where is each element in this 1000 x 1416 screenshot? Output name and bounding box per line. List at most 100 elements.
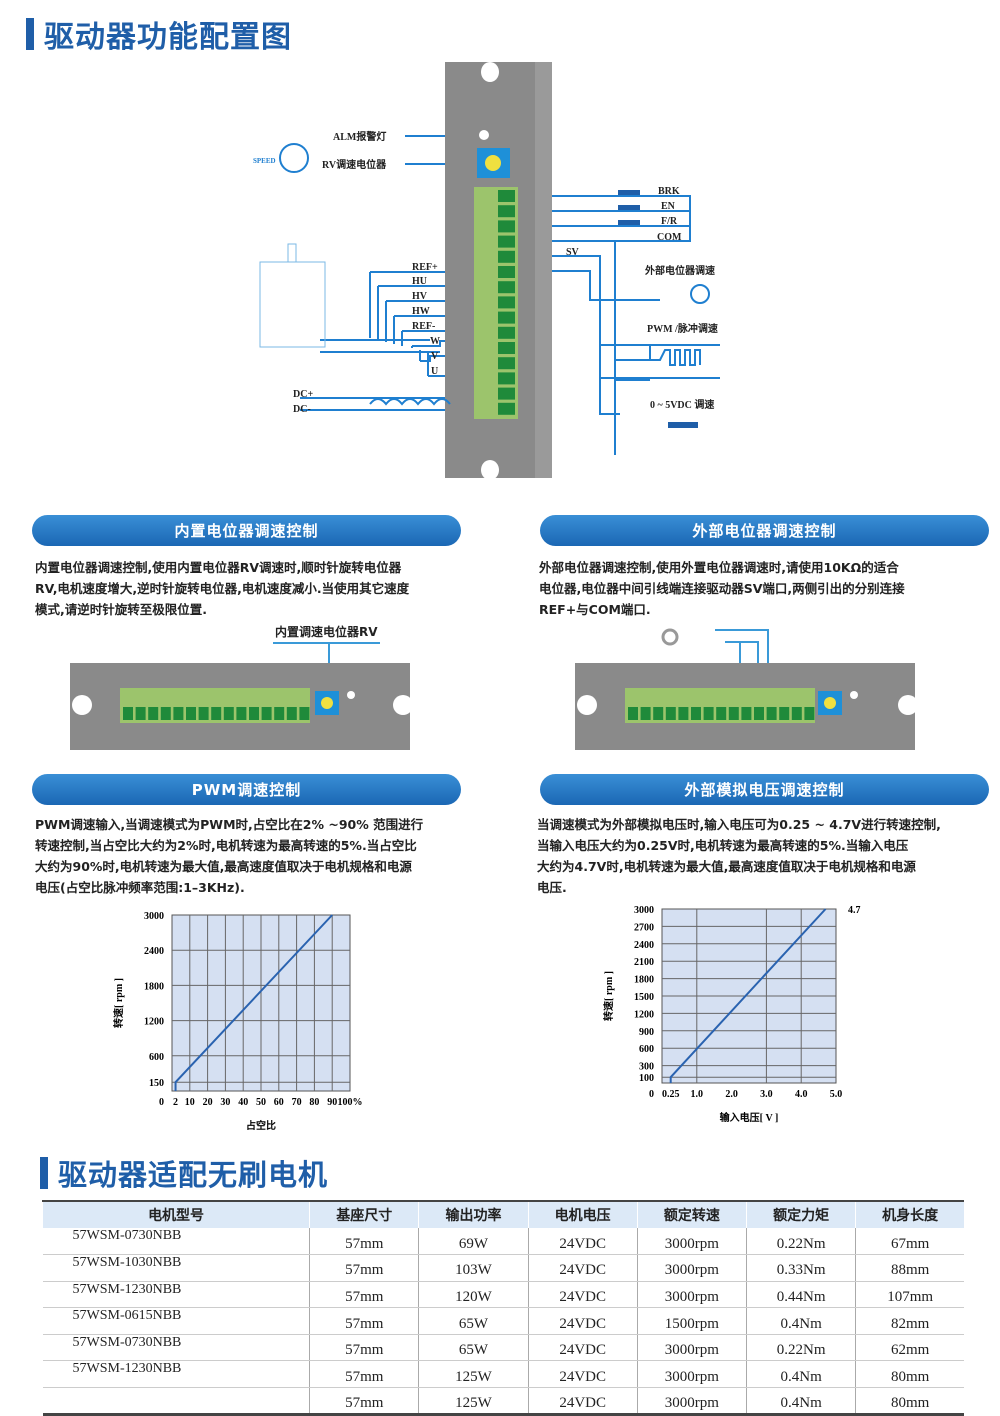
y-tick-label: 150 [149,1078,164,1089]
terminal-pin [498,326,515,339]
terminal-pin [653,707,664,720]
terminal-pin [779,707,790,720]
terminal-pin [498,387,515,400]
table-cell: 57WSM-0730NBB [42,1228,310,1256]
terminal-pin [123,707,133,720]
title-text: 驱动器功能配置图 [44,20,292,55]
table-cell: 57WSM-1030NBB [42,1254,310,1282]
x-tick-label: 100% [338,1097,363,1108]
column-header: 机身长度 [855,1200,964,1228]
text-line: 当调速模式为外部模拟电压时,输入电压可为0.25 ~ 4.7V进行转速控制, [537,817,941,832]
internal-pot-header: 内置电位器调速控制 [32,515,461,546]
terminal-pin [249,707,259,720]
terminal-pin [160,707,171,720]
y-tick-label: 600 [149,1052,164,1063]
alm-led-icon [479,130,489,140]
y-axis-label: 转速[ rpm ] [602,971,615,1021]
table-cell: 57mm [309,1334,419,1362]
rv-label: RV调速电位器 [322,158,387,171]
terminal-pin [498,402,515,415]
x-tick-label: 70 [292,1097,302,1108]
hu-label: HU [412,276,427,287]
fr-label: F/R [661,216,678,227]
terminal-pin [498,281,515,294]
column-header: 输出功率 [418,1200,529,1228]
pwm-label: PWM /脉冲调速 [647,322,718,335]
x-axis-label: 输入电压[ V ] [720,1111,779,1124]
terminal-pin [628,707,638,720]
title-bar [40,1157,48,1189]
terminal-pin [223,707,234,720]
y-tick-label: 1200 [144,1017,164,1028]
x-tick-label: 30 [220,1097,230,1108]
terminal-pin [691,707,701,720]
motor-icon [259,261,326,348]
text-line: PWM调速输入,当调速模式为PWM时,占空比在2% ~90% 范围进行 [35,817,424,832]
table-cell: 57mm [309,1387,419,1416]
y-tick-label: 1800 [144,981,164,992]
table-cell: 0.44Nm [745,1281,856,1309]
terminal-pin [498,357,515,370]
x-tick-label: 50 [256,1097,266,1108]
terminal-pin [286,707,297,720]
vdc-label: 0 ~ 5VDC 调速 [650,398,714,411]
y-tick-label: 2700 [634,922,654,933]
terminal-pin [678,707,689,720]
terminal-pin [498,205,515,218]
title-text: 驱动器适配无刷电机 [58,1158,329,1192]
alm-label: ALM报警灯 [333,130,386,143]
table-cell: 24VDC [527,1387,638,1416]
table-cell: 57WSM-1230NBB [42,1281,310,1309]
terminal-pin [148,707,159,720]
terminal-pin [498,190,515,202]
y-tick-label: 900 [639,1027,654,1038]
driver-illustration-external [575,628,918,750]
w-label: W [430,336,440,347]
annotation: 4.7 [848,905,861,916]
wiring-diagram: ALM报警灯 RV调速电位器 SPEED BRK EN F/R COM SV R… [253,62,720,480]
y-tick-label: 3000 [634,905,654,916]
text-line: 外部电位器调速控制,使用外置电位器调速时,请使用10KΩ的适合 [539,560,899,575]
table-cell: 24VDC [527,1228,638,1256]
x-tick-label: 4.0 [795,1089,808,1100]
text-line: 当输入电压大约为0.25V时,电机转速为最高转速的5%.当输入电压 [537,838,909,853]
x-tick-label: 0.25 [662,1089,680,1100]
driver-illustration-internal [70,663,413,750]
x-tick-label: 1.0 [691,1089,704,1100]
external-pot-icon [690,284,710,304]
terminal-pin [173,707,184,720]
table-cell: 24VDC [527,1334,638,1362]
x-tick-label: 3.0 [760,1089,773,1100]
table-cell: 0.4Nm [745,1360,856,1389]
table-cell [42,1387,310,1416]
external-text: 外部电位器调速控制,使用外置电位器调速时,请使用10KΩ的适合电位器,电位器中间… [539,557,905,620]
table-cell: 80mm [855,1360,964,1389]
table-cell: 62mm [855,1334,964,1362]
analog-header: 外部模拟电压调速控制 [540,774,989,805]
terminal-pin [261,707,272,720]
terminal-pin [299,707,310,720]
title-bar [26,18,34,50]
x-tick-label: 90 [327,1097,337,1108]
y-tick-label: 1800 [634,975,654,986]
table-cell: 82mm [855,1307,964,1335]
x-tick-label: 0 [159,1097,164,1108]
table-header-row: 电机型号基座尺寸输出功率电机电压额定转速额定力矩机身长度 [41,1200,964,1228]
terminal-pin [498,220,515,233]
motor-section-title: 驱动器适配无刷电机 [40,1152,328,1194]
terminal-pin [741,707,752,720]
x-tick-label: 80 [309,1097,319,1108]
terminal-pin [640,707,651,720]
terminal-pin [665,707,676,720]
table-cell: 24VDC [527,1360,638,1389]
terminal-pin [498,311,515,324]
terminal-pin [498,342,515,354]
x-tick-label: 40 [238,1097,248,1108]
terminal-pin [703,707,714,720]
brk-label: BRK [658,186,680,197]
terminal-pin [766,707,777,720]
table-cell: 125W [418,1387,529,1416]
pwm-text: PWM调速输入,当调速模式为PWM时,占空比在2% ~90% 范围进行转速控制,… [35,814,423,898]
table-cell: 107mm [855,1281,964,1309]
